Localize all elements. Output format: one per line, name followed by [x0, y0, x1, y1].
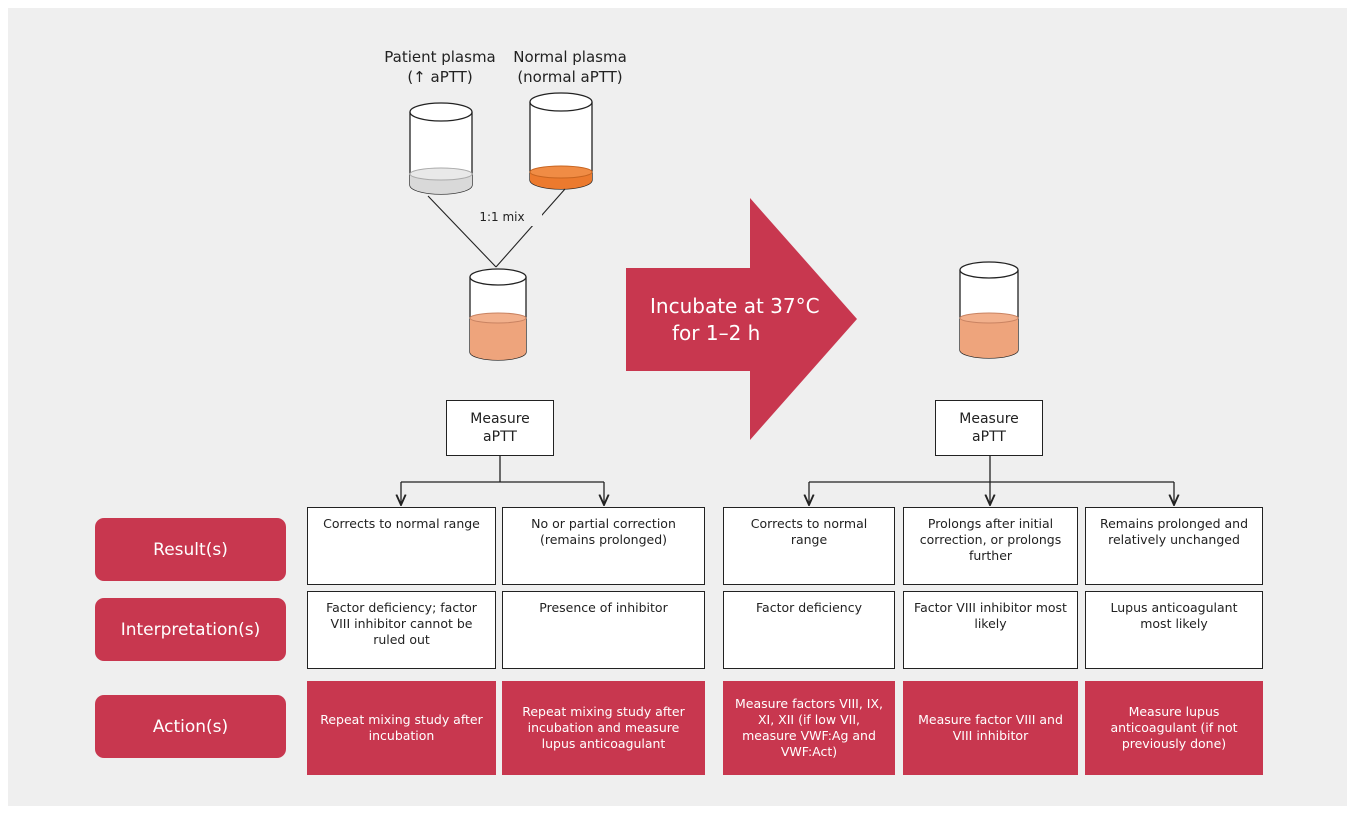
measure-line-2: aPTT	[972, 429, 1006, 445]
normal-plasma-tube-icon	[529, 92, 593, 190]
right-branch-connector	[809, 455, 1174, 505]
mix-line-left	[427, 195, 497, 268]
action-box: Repeat mixing study after incubation	[307, 681, 496, 775]
row-label-interpretation: Interpretation(s)	[95, 598, 286, 661]
row-label-action: Action(s)	[95, 695, 286, 758]
result-box: Remains prolonged and relatively unchang…	[1085, 507, 1263, 585]
incubate-line-1: Incubate at 37°C	[650, 294, 820, 318]
incubate-label: Incubate at 37°C for 1–2 h	[650, 293, 870, 353]
normal-plasma-label: Normal plasma (normal aPTT)	[480, 46, 660, 88]
left-branch-connector	[401, 455, 604, 505]
measure-aptt-box-left: Measure aPTT	[446, 400, 554, 456]
mix-line-right	[495, 188, 566, 268]
interpretation-box: Lupus anticoagulant most likely	[1085, 591, 1263, 669]
patient-plasma-label: Patient plasma (↑ aPTT)	[350, 46, 530, 88]
interpretation-box: Factor deficiency; factor VIII inhibitor…	[307, 591, 496, 669]
result-box: No or partial correction (remains prolon…	[502, 507, 705, 585]
mix-ratio-label: 1:1 mix	[462, 208, 542, 226]
mixed-plasma-tube-icon	[469, 268, 527, 361]
patient-plasma-title: Patient plasma	[384, 48, 496, 66]
patient-plasma-subtitle: (↑ aPTT)	[407, 68, 473, 86]
normal-plasma-title: Normal plasma	[513, 48, 627, 66]
row-label-result: Result(s)	[95, 518, 286, 581]
action-box: Repeat mixing study after incubation and…	[502, 681, 705, 775]
incubate-arrow-icon	[626, 198, 857, 440]
incubated-plasma-tube-icon	[959, 261, 1019, 359]
patient-plasma-tube-icon	[409, 102, 473, 195]
action-box: Measure factors VIII, IX, XI, XII (if lo…	[723, 681, 895, 775]
result-box: Corrects to normal range	[307, 507, 496, 585]
incubate-line-2: for 1–2 h	[672, 321, 761, 345]
result-box: Corrects to normal range	[723, 507, 895, 585]
action-box: Measure lupus anticoagulant (if not prev…	[1085, 681, 1263, 775]
normal-plasma-subtitle: (normal aPTT)	[517, 68, 623, 86]
measure-line-2: aPTT	[483, 429, 517, 445]
measure-line-1: Measure	[959, 411, 1019, 427]
action-box: Measure factor VIII and VIII inhibitor	[903, 681, 1078, 775]
interpretation-box: Factor VIII inhibitor most likely	[903, 591, 1078, 669]
interpretation-box: Presence of inhibitor	[502, 591, 705, 669]
measure-aptt-box-right: Measure aPTT	[935, 400, 1043, 456]
result-box: Prolongs after initial correction, or pr…	[903, 507, 1078, 585]
diagram-panel	[8, 8, 1347, 806]
interpretation-box: Factor deficiency	[723, 591, 895, 669]
measure-line-1: Measure	[470, 411, 530, 427]
